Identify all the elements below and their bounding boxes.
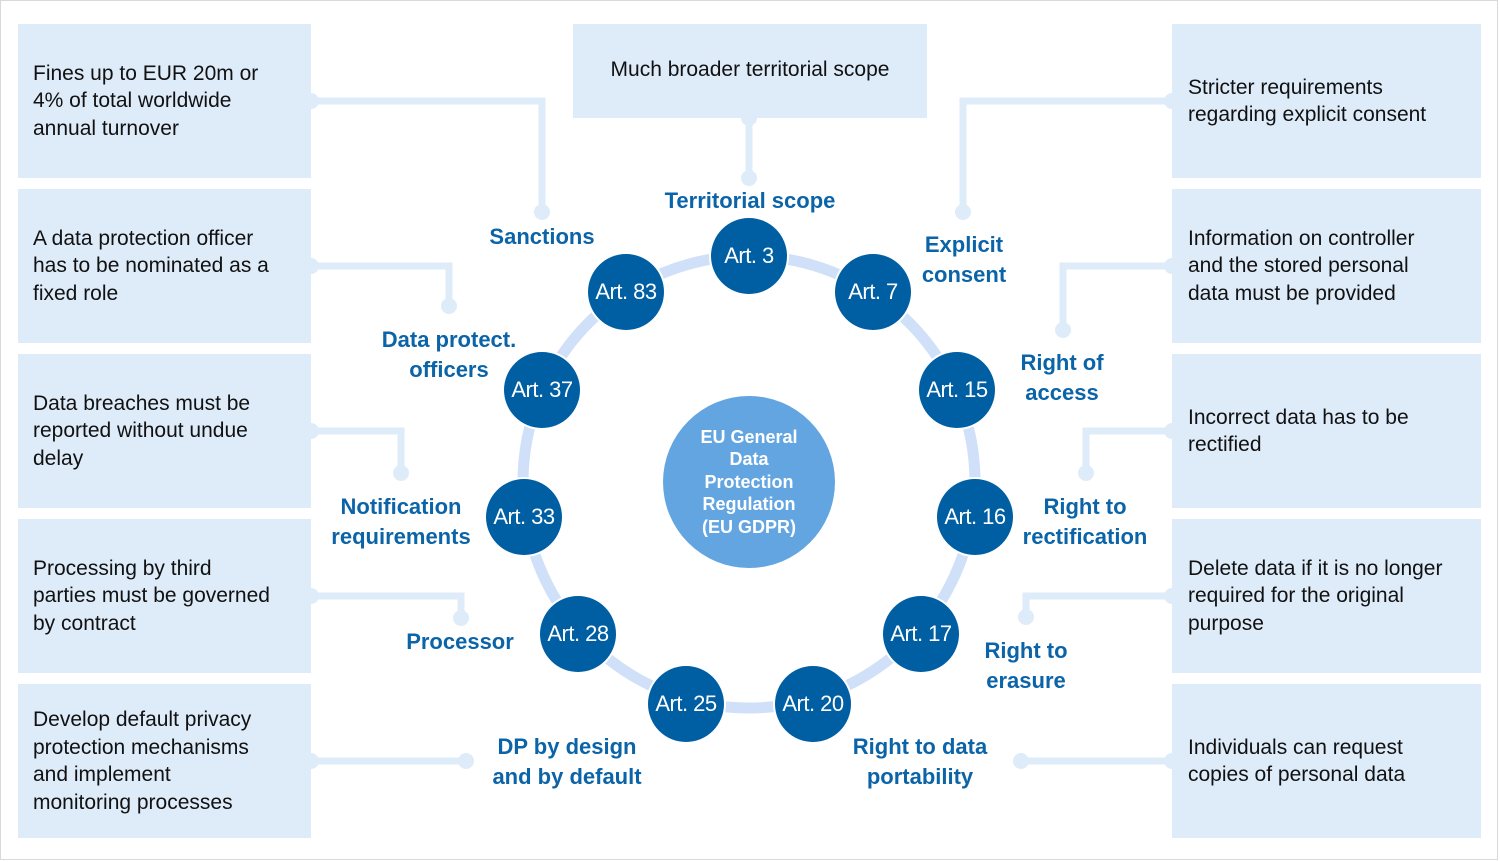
article-7-node: Art. 7: [835, 254, 911, 330]
rectification-description-box: Incorrect data has to be rectified: [1172, 354, 1481, 508]
portability-description: Individuals can request copies of person…: [1188, 735, 1406, 787]
article-20-node: Art. 20: [775, 666, 851, 742]
explicit-consent-description-box: Stricter requirements regarding explicit…: [1172, 24, 1481, 178]
topic-dp-by-design: DP by design and by default: [492, 734, 642, 789]
topic-right-of-access: Right of access: [1020, 350, 1104, 405]
connector-dot: [741, 170, 757, 186]
connector-dot: [955, 204, 971, 220]
dpo-description: A data protection officer has to be nomi…: [33, 226, 269, 305]
topic-notification-requirements: Notification requirements: [331, 494, 471, 549]
territorial-scope-description: Much broader territorial scope: [610, 58, 890, 82]
sanctions-description-box: Fines up to EUR 20m or 4% of total world…: [18, 24, 311, 178]
rectification-description: Incorrect data has to be rectified: [1188, 405, 1409, 457]
connector-dot: [458, 753, 474, 769]
right-of-access-description: Information on controller and the stored…: [1188, 226, 1415, 305]
topic-territorial-scope: Territorial scope: [664, 188, 836, 213]
dpo-connector: [311, 262, 453, 306]
notification-description-box: Data breaches must be reported without u…: [18, 354, 311, 508]
topic-processor: Processor: [406, 629, 514, 654]
erasure-description-box: Delete data if it is no longer required …: [1172, 519, 1481, 673]
explicit-consent-connector: [959, 97, 1172, 212]
article-25-node: Art. 25: [648, 666, 724, 742]
article-33-node: Art. 33: [486, 479, 562, 555]
topic-sanctions: Sanctions: [489, 224, 595, 249]
right-of-access-description-box: Information on controller and the stored…: [1172, 189, 1481, 343]
territorial-scope-description-box: Much broader territorial scope: [573, 24, 927, 118]
processor-description: Processing by third parties must be gove…: [33, 556, 270, 635]
sanctions-description: Fines up to EUR 20m or 4% of total world…: [33, 61, 259, 140]
erasure-connector: [1022, 592, 1172, 617]
article-17-node: Art. 17: [883, 596, 959, 672]
connector-dot: [1055, 322, 1071, 338]
dp-by-design-description-box: Develop default privacy protection mecha…: [18, 684, 311, 838]
article-3-node: Art. 3: [711, 218, 787, 294]
notification-description: Data breaches must be reported without u…: [33, 391, 251, 470]
right-of-access-connector: [1059, 262, 1172, 330]
explicit-consent-description: Stricter requirements regarding explicit…: [1188, 75, 1427, 127]
rectification-connector: [1082, 427, 1172, 473]
connector-dot: [441, 298, 457, 314]
article-28-node: Art. 28: [540, 596, 616, 672]
sanctions-connector: [311, 97, 546, 212]
topic-explicit-consent: Explicit consent: [921, 232, 1007, 287]
topic-right-to-rectification: Right to rectification: [1022, 494, 1148, 549]
article-16-node: Art. 16: [937, 479, 1013, 555]
topic-data-protection-officers: Data protect. officers: [381, 327, 517, 382]
connector-dot: [393, 465, 409, 481]
connector-dot: [453, 610, 469, 626]
processor-description-box: Processing by third parties must be gove…: [18, 519, 311, 673]
article-37-node: Art. 37: [504, 352, 580, 428]
article-83-node: Art. 83: [588, 254, 664, 330]
dpo-description-box: A data protection officer has to be nomi…: [18, 189, 311, 343]
notification-connector: [311, 427, 405, 473]
topic-right-to-data-portability: Right to data portability: [852, 734, 988, 789]
erasure-description: Delete data if it is no longer required …: [1188, 556, 1443, 635]
topic-right-to-erasure: Right to erasure: [984, 638, 1068, 693]
dp-by-design-description: Develop default privacy protection mecha…: [33, 708, 252, 814]
gdpr-center-circle: EU General Data Protection Regulation (E…: [663, 396, 835, 568]
processor-connector: [311, 592, 465, 618]
portability-description-box: Individuals can request copies of person…: [1172, 684, 1481, 838]
connector-dot: [1078, 465, 1094, 481]
connector-dot: [1018, 609, 1034, 625]
article-15-node: Art. 15: [919, 352, 995, 428]
connector-dot: [534, 204, 550, 220]
connector-dot: [1013, 753, 1029, 769]
